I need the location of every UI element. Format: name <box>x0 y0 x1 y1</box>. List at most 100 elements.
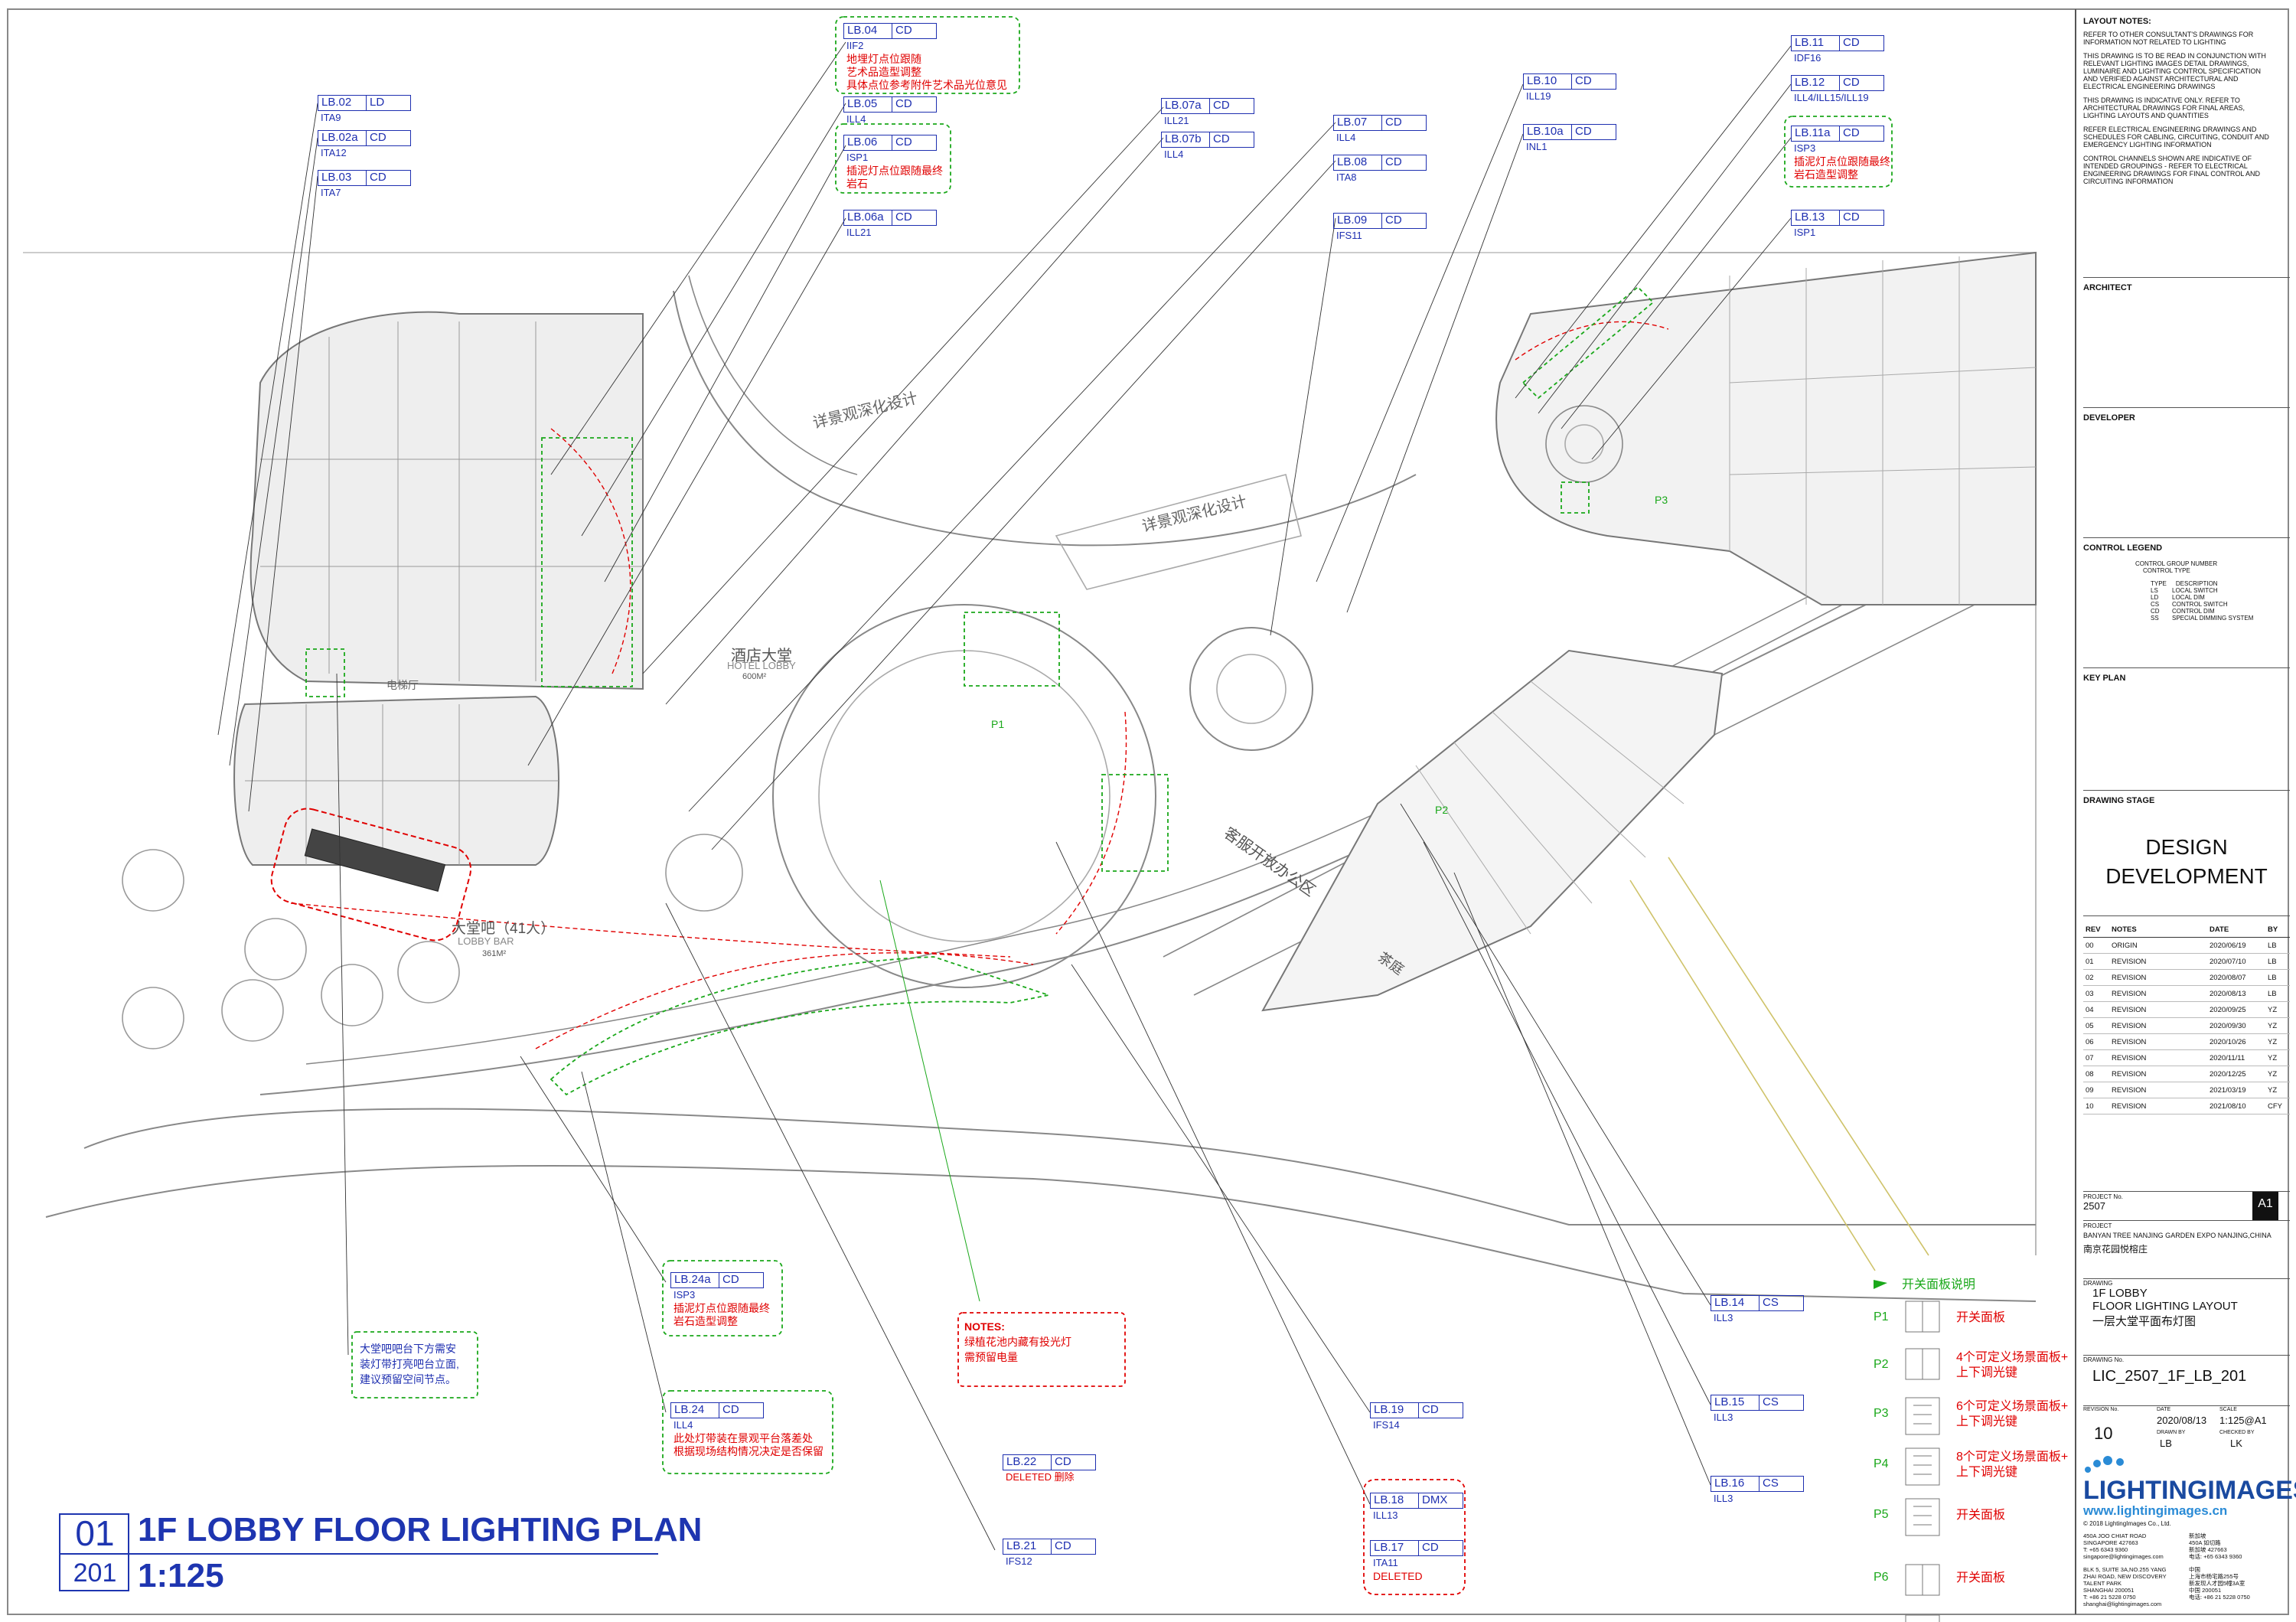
switch-panel-desc-line: 6个可定义场景面板+ <box>1956 1400 2069 1413</box>
addr-line: 新加坡 <box>2189 1532 2206 1539</box>
project-no: 2507 <box>2083 1200 2105 1212</box>
group-id: LB.07b <box>1162 132 1210 147</box>
divider <box>2083 1405 2290 1406</box>
revision-cell: YZ <box>2265 1033 2290 1050</box>
group-id: LB.19 <box>1371 1403 1419 1418</box>
switch-panel-desc: 6个可定义场景面板+ 上下调光键 <box>1956 1399 2068 1430</box>
checked-value: LK <box>2230 1438 2242 1449</box>
group-id: LB.02a <box>318 131 367 145</box>
divider <box>2083 1220 2290 1221</box>
revision-cell: REVISION <box>2109 1001 2207 1018</box>
revision-cell: YZ <box>2265 1082 2290 1098</box>
notes-title: NOTES: <box>964 1320 1005 1333</box>
revision-cell: YZ <box>2265 1066 2290 1082</box>
switch-panel-desc: 4个可定义场景面板+ 上下调光键 <box>1956 1350 2068 1381</box>
switch-panel-desc-line: 开关面板 <box>1956 1509 2006 1522</box>
hotel-lobby-en-label: HOTEL LOBBY <box>727 660 796 671</box>
cl-type-code: LD <box>2151 594 2159 601</box>
bar-note: 大堂吧吧台下方需安 装灯带打亮吧台立面, 建议预留空间节点。 <box>360 1341 459 1387</box>
group-fixture-code: INL1 <box>1526 141 1548 152</box>
group-control-type: CD <box>1055 1539 1071 1552</box>
bar-note-line: 大堂吧吧台下方需安 <box>360 1343 456 1355</box>
revision-cell: REVISION <box>2109 1098 2207 1115</box>
group-control-type: CD <box>1213 99 1230 112</box>
group-note: 插泥灯点位跟随最终 <box>846 165 943 177</box>
divider <box>2083 915 2290 916</box>
drawing-cn: 一层大堂平面布灯图 <box>2092 1315 2197 1328</box>
group-control-type: CD <box>1213 132 1230 145</box>
layout-note: REFER TO OTHER CONSULTANT'S DRAWINGS FOR… <box>2083 31 2254 46</box>
addr-line: singapore@lightingimages.com <box>2083 1553 2164 1560</box>
switch-panel-desc-line: 4个可定义场景面板+ <box>1956 1351 2069 1364</box>
project-block: PROJECT BANYAN TREE NANJING GARDEN EXPO … <box>2083 1222 2296 1254</box>
group-control-type: CD <box>895 24 912 37</box>
switch-panel-code: P1 <box>1874 1310 1889 1323</box>
revision-cell: 04 <box>2083 1001 2109 1018</box>
group-id: LB.02 <box>318 96 367 110</box>
revision-cell: YZ <box>2265 1017 2290 1034</box>
cl-type-code: CD <box>2151 608 2160 615</box>
note-boxes <box>351 16 1893 1595</box>
group-id: LB.12 <box>1792 76 1840 90</box>
revision-cell: 03 <box>2083 985 2109 1002</box>
group-id: LB.09 <box>1334 214 1382 228</box>
group-id: LB.22 <box>1003 1455 1052 1470</box>
revision-cell: YZ <box>2265 1001 2290 1018</box>
architect-label: ARCHITECT <box>2083 283 2132 292</box>
group-id: LB.07 <box>1334 116 1382 130</box>
group-control-type: CD <box>722 1273 739 1286</box>
group-control-type: CD <box>895 135 912 148</box>
group-id: LB.06a <box>844 211 892 225</box>
group-fixture-code: ISP3 <box>1794 142 1816 154</box>
addr-line: BLK 5, SUITE 3A,NO.255 YANG <box>2083 1566 2167 1573</box>
addr-line: 450A 如切路 <box>2189 1539 2221 1546</box>
revision-cell: 2020/09/25 <box>2207 1001 2265 1018</box>
revision-cell: 08 <box>2083 1066 2109 1082</box>
revision-no: 10 <box>2094 1424 2113 1443</box>
group-id: LB.06 <box>844 135 892 150</box>
group-control-type: CS <box>1763 1395 1779 1408</box>
group-note: 地埋灯点位跟随 <box>846 53 921 65</box>
revision-cell: REVISION <box>2109 1033 2207 1050</box>
addr-line: TALENT PARK <box>2083 1580 2122 1587</box>
switch-panel-desc-line: 上下调光键 <box>1956 1366 2018 1379</box>
group-control-type: CD <box>1385 155 1402 168</box>
group-control-type: CD <box>1385 214 1402 227</box>
group-note: 插泥灯点位跟随最终 <box>673 1302 770 1314</box>
addr-line: 450A JOO CHIAT ROAD <box>2083 1532 2147 1539</box>
revision-cell: 06 <box>2083 1033 2109 1050</box>
bar-note-line: 装灯带打亮吧台立面, <box>360 1358 459 1370</box>
group-fixture-code: DELETED 删除 <box>1006 1471 1075 1483</box>
group-id: LB.24 <box>671 1403 719 1418</box>
cl-type-desc: LOCAL SWITCH <box>2172 587 2218 594</box>
revision-cell: CFY <box>2265 1098 2290 1115</box>
group-fixture-code: IIF2 <box>846 40 864 51</box>
switch-panel-desc: 8个可定义场景面板+上下调光键 <box>1956 1450 2068 1480</box>
drawing-block: DRAWING 1F LOBBY FLOOR LIGHTING LAYOUT 一… <box>2083 1280 2296 1329</box>
group-id: LB.21 <box>1003 1539 1052 1554</box>
switch-panel-desc-line: 上下调光键 <box>1956 1415 2018 1428</box>
rev-col: REV <box>2083 922 2109 938</box>
group-control-type: CD <box>1385 116 1402 129</box>
revision-cell: REVISION <box>2109 985 2207 1002</box>
revision-cell: 2020/08/13 <box>2207 985 2265 1002</box>
drawing-no-block: DRAWING No. LIC_2507_1F_LB_201 <box>2083 1356 2296 1385</box>
revision-cell: 01 <box>2083 953 2109 970</box>
group-fixture-code: ITA12 <box>321 147 347 158</box>
revision-cell: 2020/12/25 <box>2207 1066 2265 1082</box>
group-fixture-code: IFS12 <box>1006 1555 1032 1567</box>
notes-leader <box>879 880 980 1302</box>
drawing-label: DRAWING <box>2083 1280 2113 1287</box>
highlight-zones <box>305 286 1655 1096</box>
group-fixture-code: ILL4 <box>673 1419 693 1431</box>
lobby-bar-label: 大堂吧（41人） <box>452 921 556 937</box>
